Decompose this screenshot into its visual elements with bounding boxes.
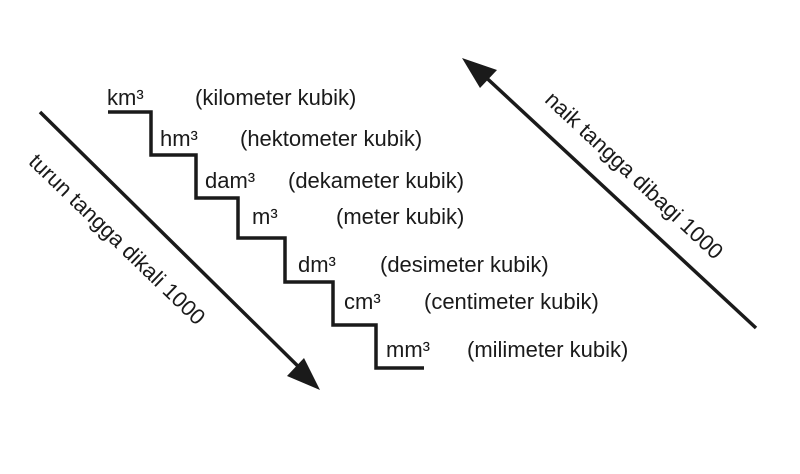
- unit-name-km3: (kilometer kubik): [195, 85, 357, 110]
- unit-name-dam3: (dekameter kubik): [288, 168, 465, 193]
- unit-name-hm3: (hektometer kubik): [240, 126, 423, 151]
- unit-name-dm3: (desimeter kubik): [380, 252, 549, 277]
- unit-name-m3: (meter kubik): [336, 204, 465, 229]
- unit-symbol-km3: km³: [107, 85, 144, 110]
- unit-symbol-dam3: dam³: [205, 168, 256, 193]
- unit-name-mm3: (milimeter kubik): [467, 337, 629, 362]
- unit-symbol-m3: m³: [252, 204, 278, 229]
- down-arrowhead: [287, 358, 320, 390]
- unit-symbol-mm3: mm³: [386, 337, 430, 362]
- unit-symbol-cm3: cm³: [344, 289, 381, 314]
- unit-name-cm3: (centimeter kubik): [424, 289, 599, 314]
- up-arrowhead: [462, 58, 497, 88]
- down-arrow: [38, 110, 314, 382]
- up-arrow: [476, 68, 758, 330]
- unit-symbol-dm3: dm³: [298, 252, 336, 277]
- staircase-line: [108, 110, 424, 370]
- unit-symbol-hm3: hm³: [160, 126, 198, 151]
